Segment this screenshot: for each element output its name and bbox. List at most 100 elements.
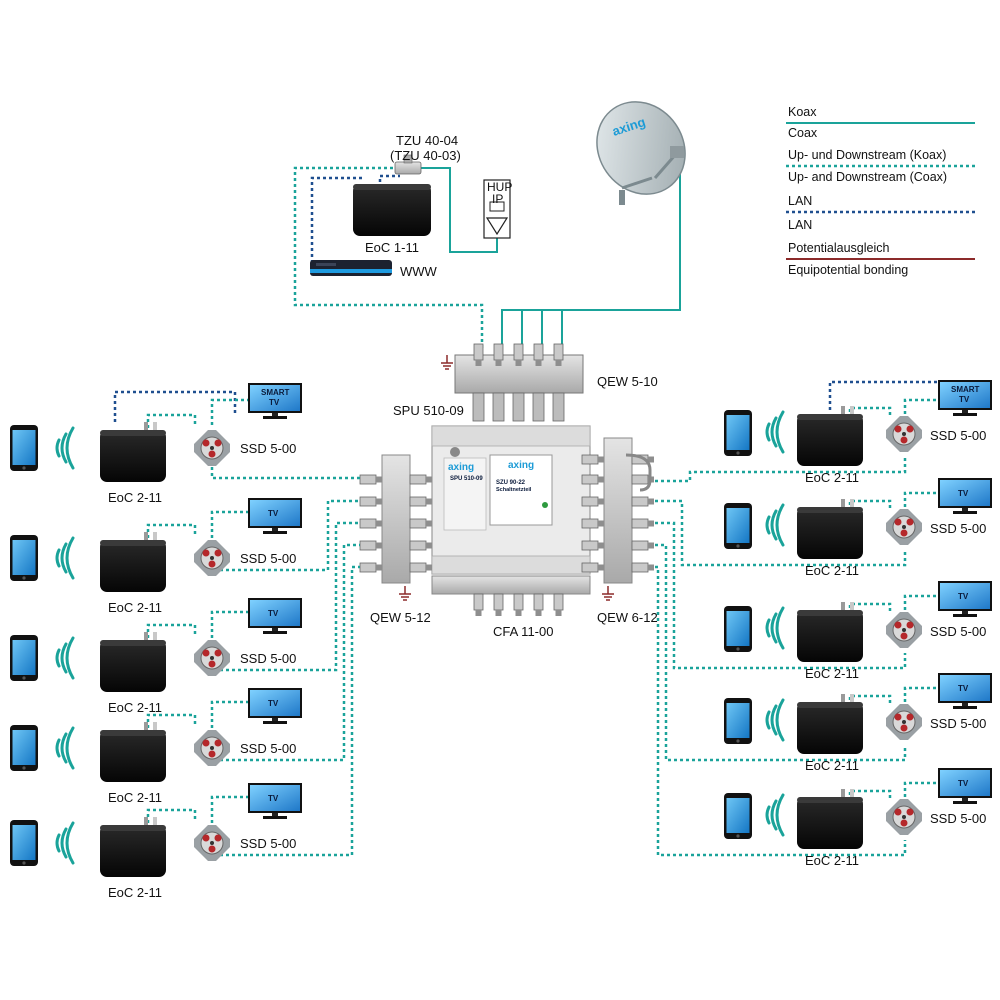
- right-trunk-line: [655, 457, 907, 483]
- legend-coax-en: Coax: [788, 126, 818, 140]
- eoc-label: EoC 2-11: [108, 600, 162, 615]
- tv-screen[interactable]: TV: [938, 673, 992, 709]
- spu-model-label: SPU 510-09: [450, 476, 483, 482]
- right-tv-line: [903, 398, 938, 432]
- left-eoc-line: [146, 713, 197, 728]
- ssd-socket[interactable]: [885, 415, 923, 453]
- right-tv-line: [903, 686, 938, 720]
- tv-screen[interactable]: TV: [938, 478, 992, 514]
- ground-right: [601, 585, 615, 601]
- smartphone-icon[interactable]: [724, 503, 752, 549]
- ssd-socket[interactable]: [885, 508, 923, 546]
- eoc-adapter[interactable]: [797, 694, 863, 754]
- smartphone-icon[interactable]: [724, 606, 752, 652]
- qew-top-bar[interactable]: [454, 343, 584, 422]
- smartphone-icon[interactable]: [724, 793, 752, 839]
- smartphone-icon[interactable]: [10, 820, 38, 866]
- eoc-adapter[interactable]: [100, 817, 166, 877]
- eoc-adapter[interactable]: [797, 499, 863, 559]
- tv-screen[interactable]: TV: [938, 581, 992, 617]
- qew-left-bracket[interactable]: [359, 454, 433, 584]
- socket-label: SSD 5-00: [240, 651, 296, 666]
- eoc-adapter[interactable]: [797, 406, 863, 466]
- router-device[interactable]: [310, 260, 392, 276]
- wifi-icon[interactable]: [765, 793, 785, 837]
- ground-top: [440, 354, 454, 370]
- eoc-adapter[interactable]: [797, 602, 863, 662]
- wifi-icon[interactable]: [55, 821, 75, 865]
- left-tv-line: [210, 610, 248, 638]
- socket-label: SSD 5-00: [930, 811, 986, 826]
- smartphone-icon[interactable]: [10, 535, 38, 581]
- cfa-label: CFA 11-00: [493, 624, 553, 639]
- wifi-icon[interactable]: [55, 536, 75, 580]
- eoc-adapter[interactable]: [100, 532, 166, 592]
- smartphone-icon[interactable]: [10, 725, 38, 771]
- szu-sub-label: Schaltnetzteil: [496, 487, 532, 493]
- ssd-socket[interactable]: [193, 539, 231, 577]
- hup-ip-label: IP: [492, 192, 503, 206]
- eoc-label: EoC 2-11: [805, 758, 859, 773]
- eoc-to-tzu-line: [378, 174, 400, 182]
- spu-multiswitch[interactable]: axing SPU 510-09 axing SZU 90-22 Schaltn…: [431, 425, 591, 575]
- left-eoc-line: [146, 413, 197, 428]
- smartphone-icon[interactable]: [724, 698, 752, 744]
- tv-screen[interactable]: TV: [248, 498, 302, 534]
- eoc-label: EoC 2-11: [108, 490, 162, 505]
- left-tv-line: [210, 510, 248, 538]
- wifi-icon[interactable]: [765, 698, 785, 742]
- left-trunk-line: [210, 455, 360, 480]
- ssd-socket[interactable]: [193, 639, 231, 677]
- tv-screen-text-2: TV: [269, 398, 280, 407]
- left-tv-line: [210, 795, 248, 823]
- cfa-bottom-bar[interactable]: [431, 575, 591, 617]
- legend-updown-de: Up- und Downstream (Koax): [788, 148, 946, 162]
- right-trunk-line: [655, 565, 907, 857]
- wifi-icon[interactable]: [55, 726, 75, 770]
- tv-screen[interactable]: TV: [248, 688, 302, 724]
- eoc-adapter[interactable]: [797, 789, 863, 849]
- router-label: WWW: [400, 264, 438, 279]
- tzu-splitter[interactable]: [394, 154, 422, 175]
- szu-brand: axing: [508, 460, 534, 471]
- hup-amplifier[interactable]: [483, 179, 511, 239]
- wifi-icon[interactable]: [765, 606, 785, 650]
- eoc-adapter[interactable]: [100, 722, 166, 782]
- wifi-icon[interactable]: [765, 503, 785, 547]
- wifi-icon[interactable]: [55, 426, 75, 470]
- eoc-master-device[interactable]: [353, 184, 431, 236]
- wifi-icon[interactable]: [765, 410, 785, 454]
- qew-top-label: QEW 5-10: [597, 374, 658, 389]
- eoc-label: EoC 2-11: [805, 666, 859, 681]
- ssd-socket[interactable]: [885, 798, 923, 836]
- qew-right-bracket[interactable]: [581, 437, 655, 584]
- satellite-dish[interactable]: axing: [579, 85, 703, 212]
- ssd-socket[interactable]: [193, 824, 231, 862]
- tv-screen[interactable]: TV: [938, 768, 992, 804]
- spu-label: SPU 510-09: [393, 403, 464, 418]
- legend-updown-en: Up- and Downstream (Coax): [788, 170, 947, 184]
- smartphone-icon[interactable]: [724, 410, 752, 456]
- wifi-icon[interactable]: [55, 636, 75, 680]
- tv-screen-text: TV: [268, 794, 279, 803]
- eoc-adapter[interactable]: [100, 422, 166, 482]
- socket-label: SSD 5-00: [240, 741, 296, 756]
- eoc-label: EoC 2-11: [805, 470, 859, 485]
- ssd-socket[interactable]: [193, 729, 231, 767]
- ssd-socket[interactable]: [193, 429, 231, 467]
- left-eoc-line: [146, 808, 197, 823]
- ssd-socket[interactable]: [885, 703, 923, 741]
- tzu-to-qew-line: [293, 166, 484, 350]
- eoc-adapter[interactable]: [100, 632, 166, 692]
- ssd-socket[interactable]: [885, 611, 923, 649]
- tv-screen[interactable]: TV: [248, 783, 302, 819]
- smartphone-icon[interactable]: [10, 425, 38, 471]
- tv-screen[interactable]: TV: [248, 598, 302, 634]
- smartphone-icon[interactable]: [10, 635, 38, 681]
